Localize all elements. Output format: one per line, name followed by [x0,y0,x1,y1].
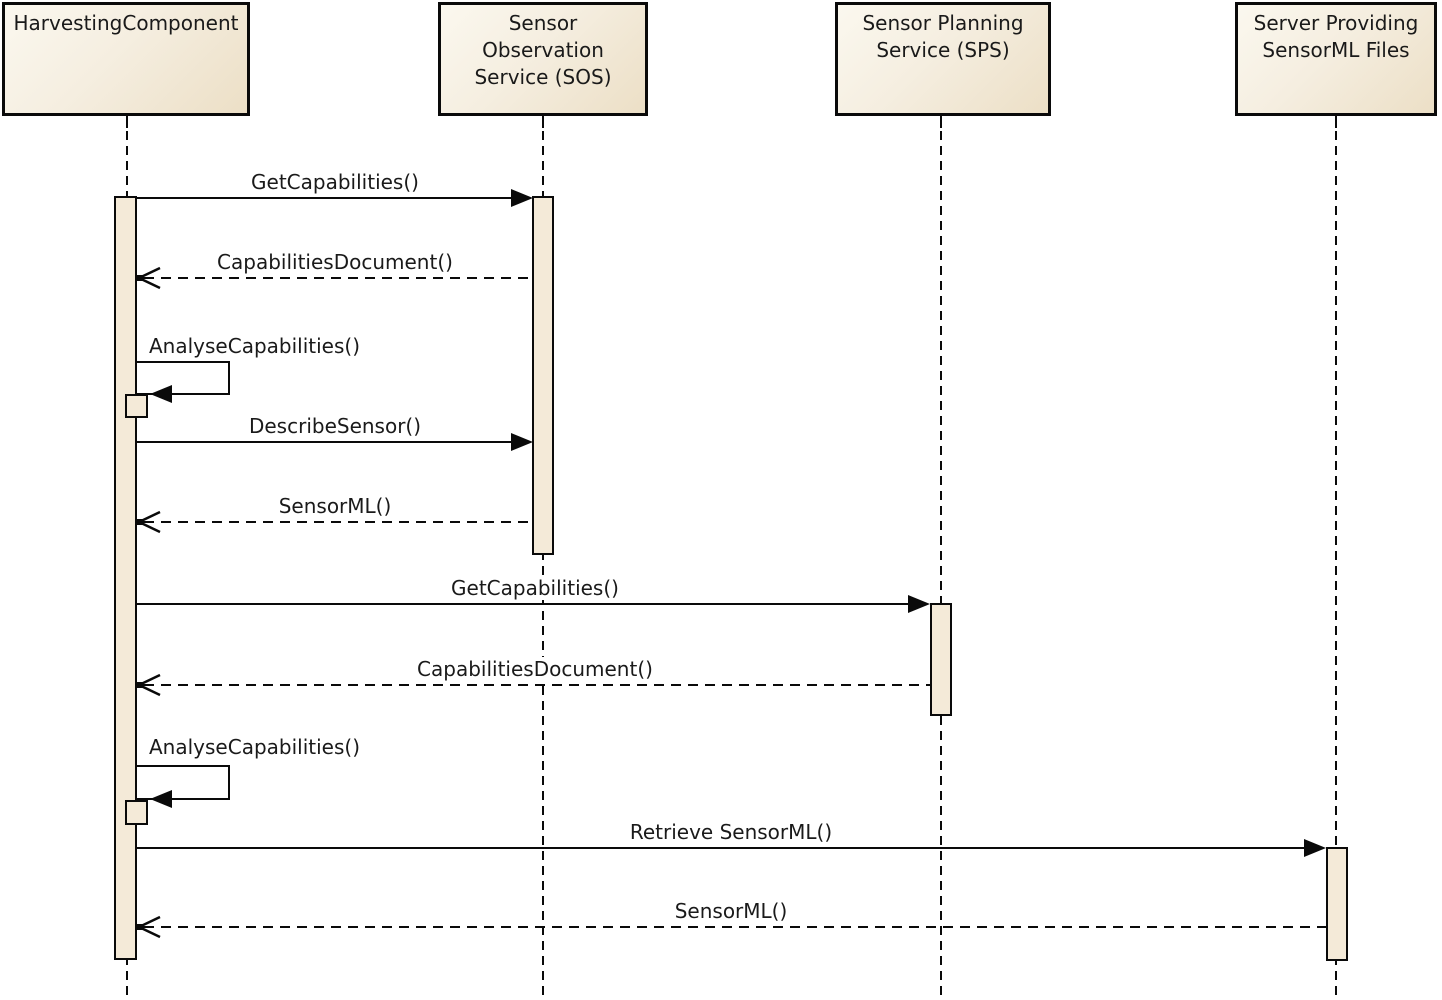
message-9-line [137,847,1315,849]
lifeline-sensor-observation-service [542,116,544,1000]
message-5-label: SensorML() [275,494,395,518]
message-6-line [137,603,919,605]
arrowhead-right-icon [1304,839,1326,857]
activation-bar-server-providing-sensorml-files [1326,847,1348,961]
activation-bar-sensor-planning-service [930,603,952,716]
activation-bar-harvesting-component [114,196,137,960]
actor-box-harvesting-component: HarvestingComponent [2,2,250,116]
message-3-label: AnalyseCapabilities() [146,334,363,358]
arrowhead-open-left-icon [136,673,161,697]
message-8-self-loop [137,765,230,800]
arrowhead-left-icon [150,385,172,403]
actor-label-line: Service (SPS) [876,38,1010,62]
actor-label-line: Sensor Planning [862,11,1024,35]
lifeline-stub [1335,115,1337,128]
actor-label-line: HarvestingComponent [13,11,239,35]
arrowhead-left-icon [150,790,172,808]
message-1-line [137,197,521,199]
message-4-label: DescribeSensor() [245,414,425,438]
message-8-label: AnalyseCapabilities() [146,735,363,759]
message-1-label: GetCapabilities() [248,170,422,194]
message-9-label: Retrieve SensorML() [626,820,836,844]
arrowhead-right-icon [908,595,930,613]
lifeline-stub [542,115,544,128]
activation-bar-sensor-observation-service [532,196,554,555]
arrowhead-open-left-icon [136,915,161,939]
arrowhead-right-icon [511,433,533,451]
actor-box-server-providing-sensorml-files: Server Providing SensorML Files [1235,2,1437,116]
arrowhead-open-left-icon [136,266,161,290]
message-4-line [137,441,521,443]
message-3-self-loop [137,361,230,395]
nested-activation-square [125,800,148,825]
actor-label-line: Service (SOS) [474,65,612,89]
message-10-label: SensorML() [671,899,791,923]
message-7-label: CapabilitiesDocument() [414,657,656,681]
arrowhead-open-left-icon [136,510,161,534]
message-10-line [144,926,1326,928]
actor-label-line: Observation [482,38,604,62]
nested-activation-square [125,394,148,418]
lifeline-stub [126,115,128,128]
message-2-line [144,277,532,279]
actor-box-sensor-observation-service: Sensor Observation Service (SOS) [438,2,648,116]
lifeline-server-providing-sensorml-files [1335,116,1337,1000]
message-6-label: GetCapabilities() [448,576,622,600]
actor-label-line: Server Providing [1253,11,1419,35]
actor-box-sensor-planning-service: Sensor Planning Service (SPS) [835,2,1051,116]
message-7-line [144,684,930,686]
arrowhead-right-icon [511,189,533,207]
actor-label-line: SensorML Files [1262,38,1410,62]
message-2-label: CapabilitiesDocument() [214,250,456,274]
lifeline-sensor-planning-service [940,116,942,1000]
message-5-line [144,521,532,523]
lifeline-stub [940,115,942,128]
actor-label-line: Sensor [508,11,578,35]
